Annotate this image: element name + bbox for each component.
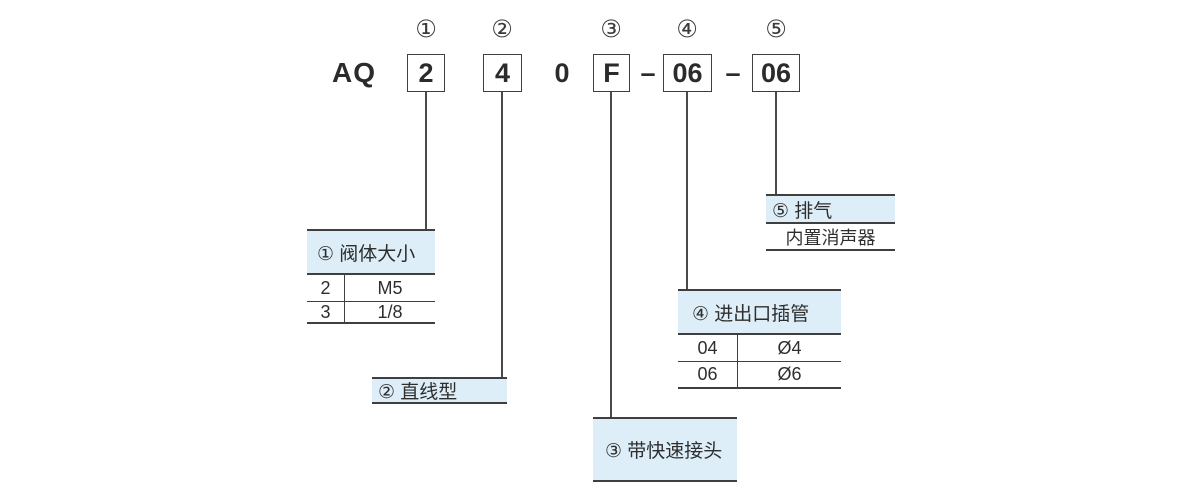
connector-line-3 [610,92,612,417]
code-char-zero: 0 [554,57,570,88]
row-value: M5 [377,277,403,298]
port-tube-table: ④ 进出口插管 04 Ø4 06 Ø6 [678,289,841,389]
marker-1: ① [415,16,437,43]
code-box-quick-fitting: F [593,54,630,92]
table-row: 2 M5 [307,275,435,302]
connector-line-5 [775,92,777,194]
code-box-exhaust: 06 [752,54,800,92]
port-tube-header: ④ 进出口插管 [678,289,841,335]
row-value: 1/8 [377,301,403,322]
table-row: 3 1/8 [307,302,435,324]
table-row: 06 Ø6 [678,362,841,389]
connector-line-1 [425,92,427,230]
row-code: 2 [307,275,345,301]
table-row: 04 Ø4 [678,335,841,362]
exhaust-block: ⑤ 排气 内置消声器 [766,194,895,251]
code-dash-1: – [640,57,656,88]
code-prefix: AQ [332,57,376,88]
marker-5: ⑤ [765,16,787,43]
marker-4: ④ [676,16,698,43]
row-code: 04 [678,335,738,361]
body-size-header: ① 阀体大小 [307,229,435,275]
quick-fitting-label: ③ 带快速接头 [593,417,737,482]
connector-line-4 [686,92,688,289]
row-value: Ø6 [777,364,802,384]
body-size-table: ① 阀体大小 2 M5 3 1/8 [307,229,435,324]
table-row: 内置消声器 [766,224,895,251]
connector-line-2 [501,92,503,377]
code-box-port-tube: 06 [663,54,712,92]
code-box-straight-type: 4 [483,54,522,92]
exhaust-value: 内置消声器 [785,227,876,248]
row-value: Ø4 [777,337,802,358]
code-dash-2: – [725,57,741,88]
row-code: 06 [678,362,738,387]
row-code: 3 [307,302,345,322]
code-box-body-size: 2 [407,54,445,92]
marker-2: ② [491,16,513,43]
marker-3: ③ [600,16,622,43]
straight-type-label: ② 直线型 [372,377,507,404]
exhaust-header: ⑤ 排气 [766,194,895,224]
